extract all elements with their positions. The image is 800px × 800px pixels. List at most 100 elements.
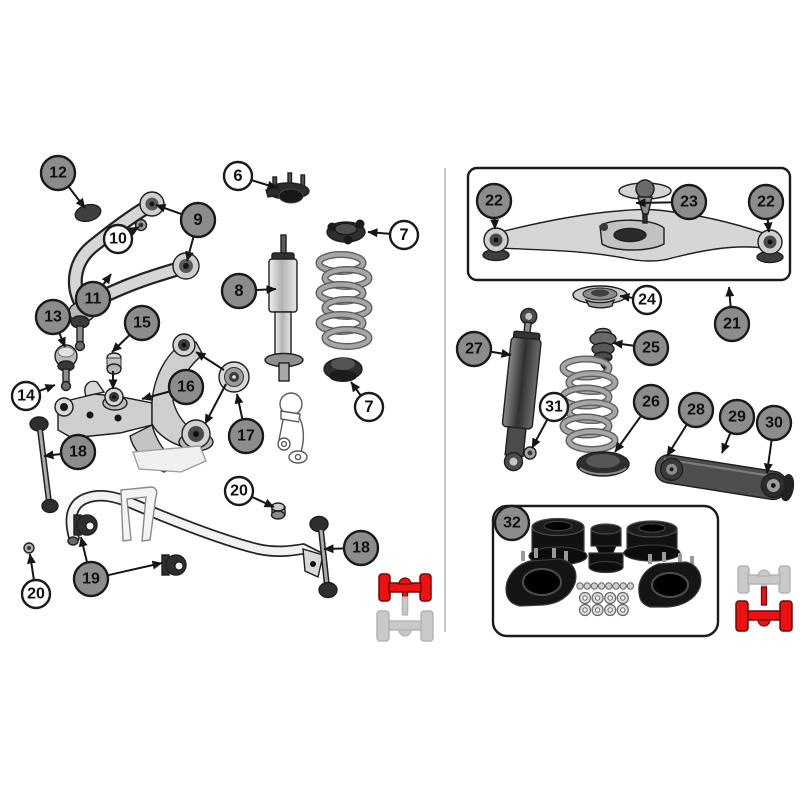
callout-number: 20 — [27, 586, 45, 603]
callout-arrow — [111, 334, 130, 353]
callout-number: 13 — [44, 309, 62, 326]
callout-circle[interactable] — [388, 219, 420, 251]
callout-12[interactable]: 12 — [39, 154, 86, 209]
callout-11[interactable]: 11 — [74, 273, 112, 318]
callout-number: 22 — [485, 193, 503, 210]
callout-arrow — [666, 424, 688, 457]
callout-circle[interactable] — [102, 223, 134, 255]
callout-circle[interactable] — [39, 154, 77, 192]
callout-10[interactable]: 10 — [102, 223, 140, 255]
callout-29[interactable]: 29 — [718, 398, 756, 454]
callout-6[interactable]: 6 — [222, 160, 278, 192]
callout-22[interactable]: 22 — [747, 183, 785, 233]
callout-18[interactable]: 18 — [43, 433, 97, 471]
callout-circle[interactable] — [631, 284, 663, 316]
callout-7[interactable]: 7 — [350, 381, 385, 423]
callout-18[interactable]: 18 — [323, 529, 380, 567]
callout-circle[interactable] — [123, 304, 161, 342]
callout-circle[interactable] — [227, 417, 265, 455]
callout-circle[interactable] — [59, 433, 97, 471]
callout-24[interactable]: 24 — [619, 284, 663, 316]
callout-circle[interactable] — [755, 404, 793, 442]
callout-20[interactable]: 20 — [20, 553, 52, 610]
callout-27[interactable]: 27 — [455, 330, 512, 368]
callout-circle[interactable] — [220, 272, 258, 310]
callout-arrow — [234, 393, 244, 419]
callout-circle[interactable] — [747, 183, 785, 221]
callout-circle[interactable] — [632, 383, 670, 421]
callout-circle[interactable] — [455, 330, 493, 368]
callout-15[interactable]: 15 — [111, 304, 161, 353]
callout-circle[interactable] — [718, 398, 756, 436]
callout-14[interactable]: 14 — [10, 380, 56, 412]
callout-circle[interactable] — [632, 329, 670, 367]
callout-number: 8 — [234, 282, 243, 300]
callout-number: 20 — [230, 483, 248, 500]
part-arrow — [204, 383, 227, 425]
callout-arrow — [101, 273, 112, 285]
callout-arrow — [635, 198, 672, 208]
callout-circle[interactable] — [353, 391, 385, 423]
front-coil-spring — [315, 251, 373, 350]
callout-21[interactable]: 21 — [713, 286, 751, 343]
callout-7[interactable]: 7 — [367, 219, 420, 251]
callout-arrow — [350, 381, 362, 396]
sway-bar-end-link-right — [309, 515, 338, 599]
callout-31[interactable]: 31 — [531, 391, 570, 449]
rear-suspension-panel — [466, 166, 795, 638]
callout-circle[interactable] — [167, 368, 205, 406]
callout-32[interactable]: 32 — [493, 504, 531, 542]
callout-circle[interactable] — [34, 298, 72, 336]
callout-number: 23 — [680, 194, 698, 211]
callout-25[interactable]: 25 — [612, 329, 670, 367]
callout-23[interactable]: 23 — [635, 183, 708, 221]
front-shock-absorber — [264, 234, 304, 382]
callout-circle[interactable] — [222, 160, 254, 192]
callout-number: 17 — [237, 428, 255, 445]
rear-axle-glyph — [376, 596, 434, 642]
callout-13[interactable]: 13 — [34, 298, 72, 348]
callout-arrow — [57, 333, 66, 348]
callout-16[interactable]: 16 — [141, 368, 205, 406]
callout-circle[interactable] — [342, 529, 380, 567]
callout-circle[interactable] — [223, 475, 255, 507]
callout-number: 26 — [642, 394, 660, 411]
end-link-nut-right — [270, 502, 286, 520]
lift-spacer-left — [528, 517, 588, 566]
callout-8[interactable]: 8 — [220, 272, 277, 310]
callout-number: 19 — [82, 571, 100, 588]
callout-circle[interactable] — [475, 182, 513, 220]
callout-circle[interactable] — [538, 391, 570, 423]
callout-circle[interactable] — [493, 504, 531, 542]
callout-20[interactable]: 20 — [223, 475, 275, 508]
callout-26[interactable]: 26 — [614, 383, 670, 453]
callout-22[interactable]: 22 — [475, 182, 513, 230]
callout-number: 6 — [233, 167, 242, 185]
callout-number: 30 — [765, 415, 783, 432]
rear-shock-absorber — [501, 307, 542, 472]
callout-30[interactable]: 30 — [755, 404, 793, 474]
callout-circle[interactable] — [179, 201, 217, 239]
rear-coil-spring — [559, 355, 619, 453]
callout-9[interactable]: 9 — [155, 201, 217, 262]
callout-28[interactable]: 28 — [666, 391, 715, 457]
callout-19[interactable]: 19 — [72, 536, 163, 598]
rear-lower-control-arm — [654, 454, 795, 502]
sway-bar-clamp — [120, 486, 158, 542]
callout-circle[interactable] — [670, 183, 708, 221]
callout-17[interactable]: 17 — [227, 393, 265, 455]
callout-circle[interactable] — [74, 280, 112, 318]
callout-circle[interactable] — [20, 578, 52, 610]
front-axle-indicator — [376, 573, 434, 642]
strut-upper-mount — [265, 172, 310, 204]
callout-number: 15 — [133, 315, 151, 332]
callout-number: 21 — [723, 316, 741, 333]
callout-number: 25 — [642, 340, 660, 357]
callout-arrow — [323, 544, 344, 554]
callout-circle[interactable] — [677, 391, 715, 429]
callout-circle[interactable] — [10, 380, 42, 412]
callout-circle[interactable] — [72, 560, 110, 598]
callout-number: 10 — [109, 231, 127, 248]
callout-circle[interactable] — [713, 305, 751, 343]
